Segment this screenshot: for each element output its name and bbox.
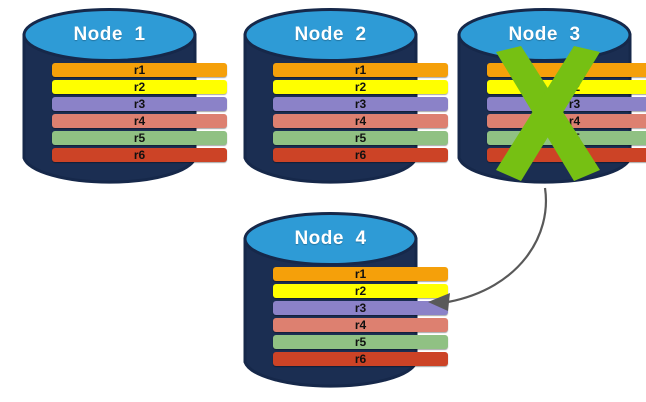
node-1-row-r1[interactable]: r1 xyxy=(52,63,227,77)
node-2-rows: r1 r2 r3 r4 r5 r6 xyxy=(243,63,478,162)
node-4-row-r2[interactable]: r2 xyxy=(273,284,448,298)
node-4-row-r3[interactable]: r3 xyxy=(273,301,448,315)
node-1-rows: r1 r2 r3 r4 r5 r6 xyxy=(22,63,257,162)
node-2-row-r6[interactable]: r6 xyxy=(273,148,448,162)
node-1-row-r6[interactable]: r6 xyxy=(52,148,227,162)
node-1-row-r4[interactable]: r4 xyxy=(52,114,227,128)
node-4-row-r4[interactable]: r4 xyxy=(273,318,448,332)
failover-arrow-head xyxy=(428,293,450,311)
node-1-row-r5[interactable]: r5 xyxy=(52,131,227,145)
failover-arrow-line xyxy=(447,187,548,304)
node-4-rows: r1 r2 r3 r4 r5 r6 xyxy=(243,267,478,366)
node-4-row-r5[interactable]: r5 xyxy=(273,335,448,349)
node-1-row-r3[interactable]: r3 xyxy=(52,97,227,111)
node-2-row-r3[interactable]: r3 xyxy=(273,97,448,111)
node-1-row-r2[interactable]: r2 xyxy=(52,80,227,94)
node-4-row-r1[interactable]: r1 xyxy=(273,267,448,281)
node-2-row-r2[interactable]: r2 xyxy=(273,80,448,94)
node-2-row-r4[interactable]: r4 xyxy=(273,114,448,128)
node-1[interactable]: Node 1 r1 r2 r3 r4 r5 r6 xyxy=(22,8,227,188)
node-4[interactable]: Node 4 r1 r2 r3 r4 r5 r6 xyxy=(243,212,448,392)
node-2[interactable]: Node 2 r1 r2 r3 r4 r5 r6 xyxy=(243,8,448,188)
node-2-row-r5[interactable]: r5 xyxy=(273,131,448,145)
node-4-row-r6[interactable]: r6 xyxy=(273,352,448,366)
node-2-row-r1[interactable]: r1 xyxy=(273,63,448,77)
